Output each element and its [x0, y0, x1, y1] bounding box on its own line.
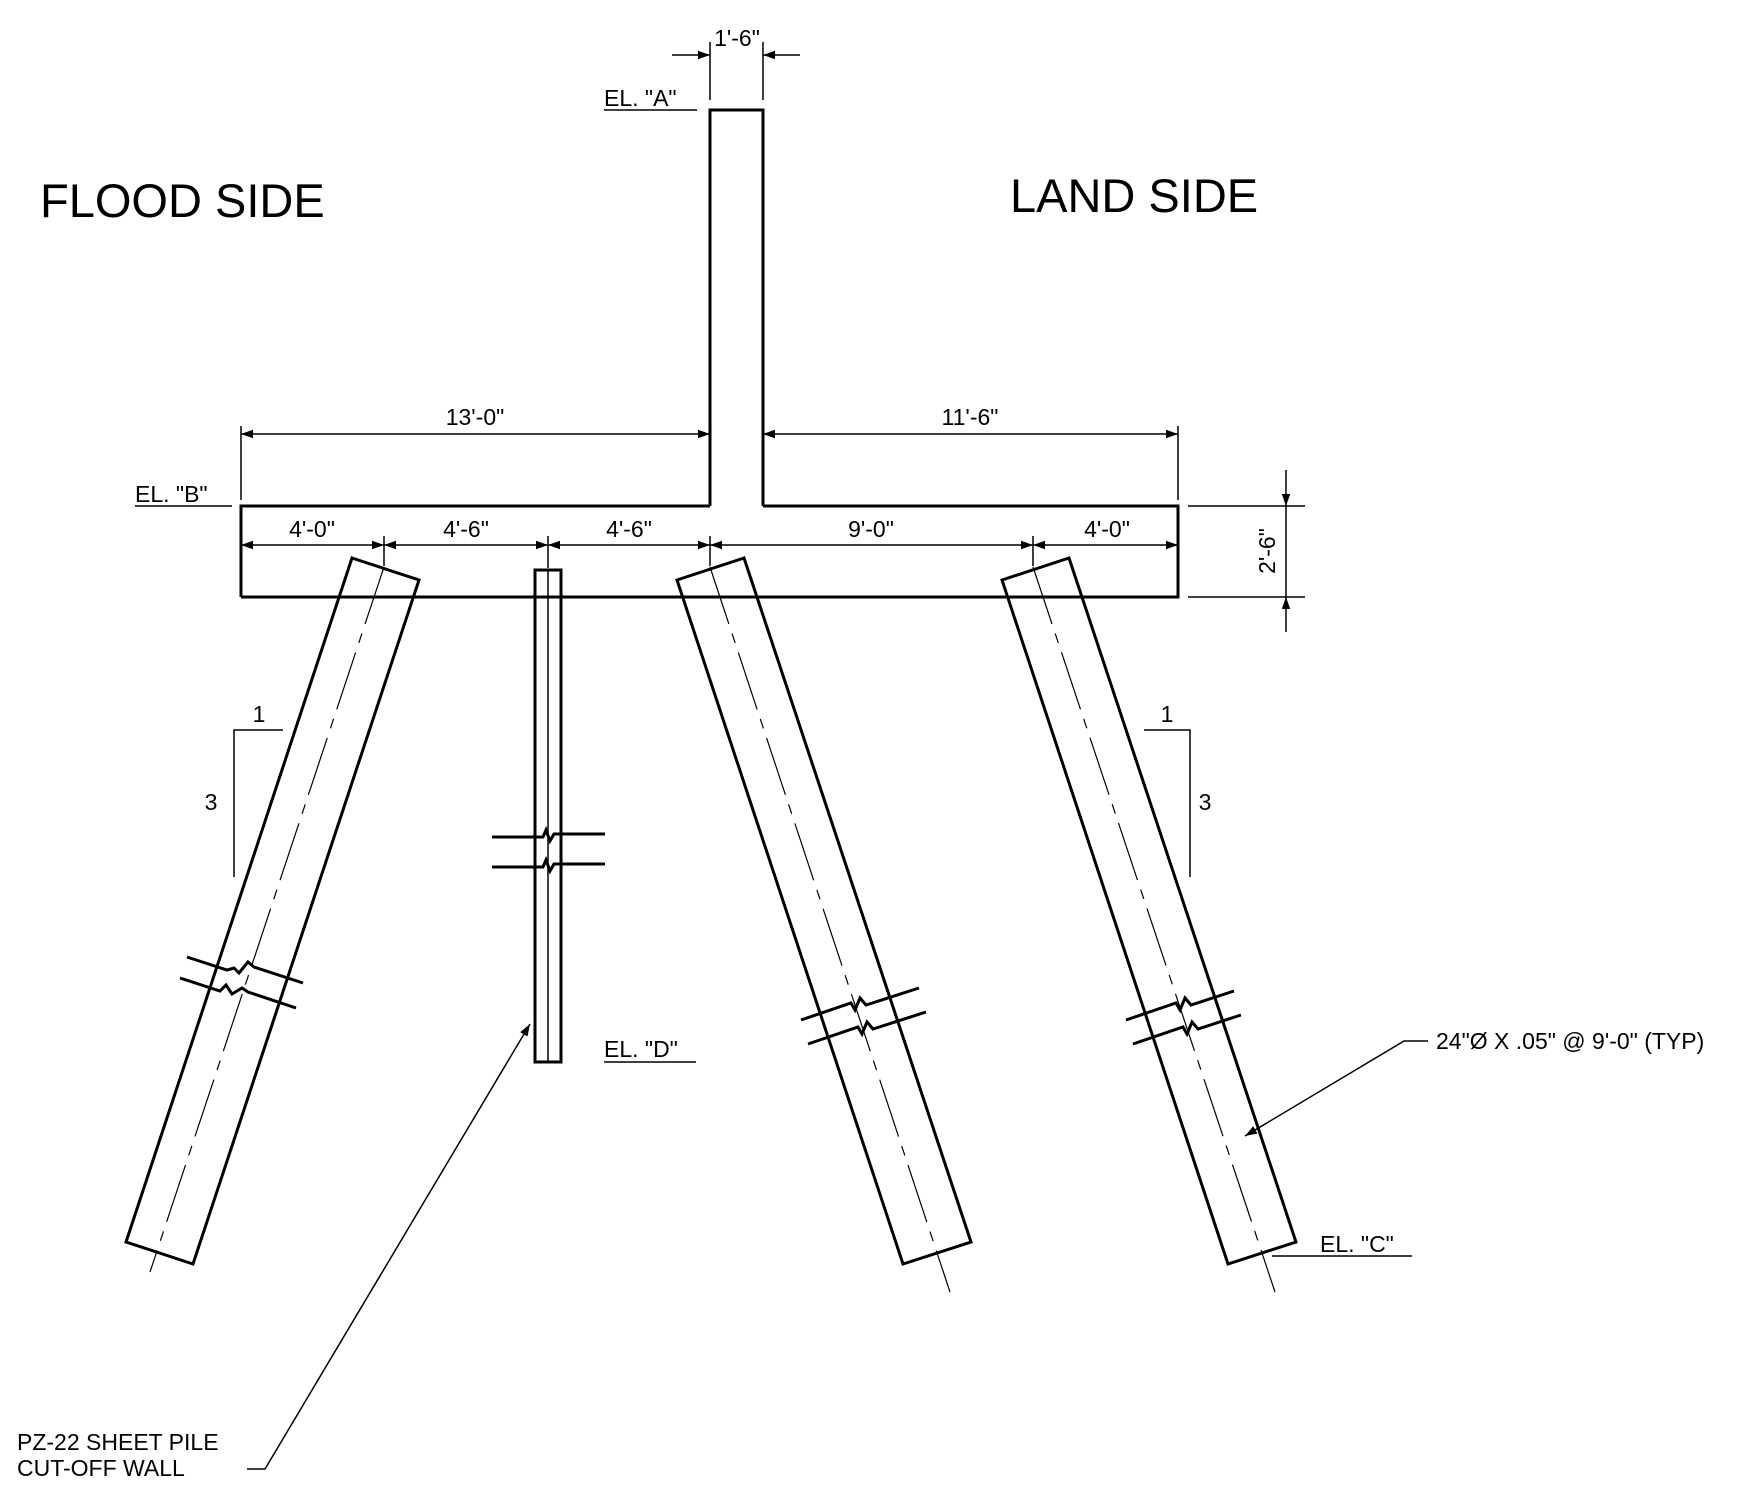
battered-pile-1 [124, 556, 421, 1273]
pile-callout-leader: 24"Ø X .05" @ 9'-0" (TYP) [1244, 1028, 1704, 1137]
base-slab [239, 504, 1180, 599]
sheet-pile-wall [492, 568, 605, 1064]
stem-width-dim-text: 1'-6" [714, 25, 760, 51]
spacing-dim-text-2: 4'-6" [443, 516, 489, 542]
stem-width-dimension: 1'-6" [672, 25, 800, 100]
pile-callout-text: 24"Ø X .05" @ 9'-0" (TYP) [1436, 1028, 1704, 1054]
batter-left-rise: 3 [205, 789, 218, 815]
elevation-a-label: EL. "A" [604, 85, 677, 111]
elevation-c-marker: EL. "C" [1272, 1231, 1412, 1257]
base-thickness-dimension: 2'-6" [1188, 470, 1305, 632]
base-thickness-dim-text: 2'-6" [1254, 528, 1280, 574]
sheet-pile-callout-leader: PZ-22 SHEET PILE CUT-OFF WALL [17, 1023, 531, 1481]
spacing-dim-text-3: 4'-6" [606, 516, 652, 542]
elevation-b-label: EL. "B" [135, 481, 208, 507]
spacing-dim-text-1: 4'-0" [289, 516, 335, 542]
sheet-pile-callout-line2: CUT-OFF WALL [17, 1455, 185, 1481]
battered-pile-4 [1000, 556, 1298, 1293]
flood-heel-dim-text: 13'-0" [446, 404, 505, 430]
land-toe-dim-text: 11'-6" [942, 404, 999, 430]
elevation-d-marker: EL. "D" [604, 1036, 696, 1063]
land-side-title: LAND SIDE [1010, 169, 1258, 222]
upper-dimension-line: 13'-0" 11'-6" [240, 404, 1179, 500]
elevation-d-label: EL. "D" [604, 1036, 678, 1062]
batter-indicator-right: 1 3 [1144, 701, 1211, 877]
sheet-pile-callout-line1: PZ-22 SHEET PILE [17, 1429, 219, 1455]
elevation-c-label: EL. "C" [1320, 1231, 1394, 1257]
flood-side-title: FLOOD SIDE [40, 174, 325, 227]
elevation-b-marker: EL. "B" [135, 481, 232, 507]
elevation-a-marker: EL. "A" [604, 85, 697, 111]
battered-pile-3 [675, 556, 973, 1293]
batter-right-rise: 3 [1199, 789, 1212, 815]
batter-indicator-left: 1 3 [205, 701, 283, 877]
batter-left-run: 1 [253, 701, 266, 727]
pile-spacing-dimension-line: 4'-0" 4'-6" 4'-6" 9'-0" 4'-0" [241, 516, 1178, 568]
spacing-dim-text-5: 4'-0" [1084, 516, 1130, 542]
batter-right-run: 1 [1161, 701, 1174, 727]
spacing-dim-text-4: 9'-0" [848, 516, 894, 542]
wall-stem [708, 108, 765, 506]
